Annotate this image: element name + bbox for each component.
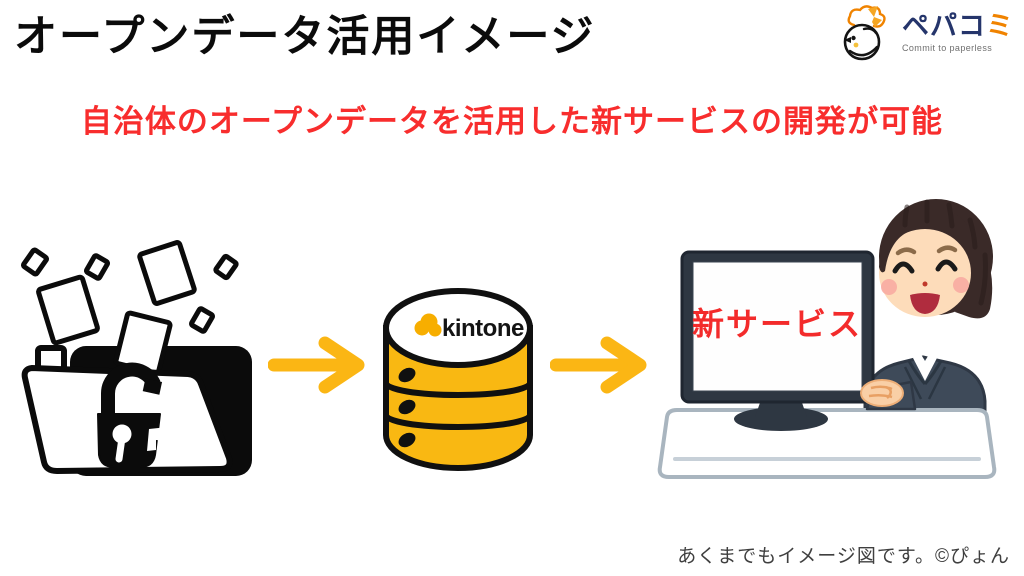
right-arrow-icon [268,336,365,394]
logo-text: ペパコミ Commit to paperless [902,13,1014,54]
kintone-label: kintone [442,315,524,342]
hand [860,379,904,407]
kintone-logo: kintone [414,313,524,342]
screen-label: 新サービス [692,306,862,342]
office-woman-illustration [863,199,993,423]
pepacomi-bird-icon [843,5,886,61]
logo-name-main: ペパコ [902,11,986,41]
logo-name-accent: ミ [986,11,1014,41]
open-padlock-icon [97,362,168,468]
kintone-database-icon: kintone [383,288,533,471]
footer-caption: あくまでもイメージ図です。©ぴょん [677,546,1010,567]
monitor-screen [692,261,863,392]
logo-name: ペパコミ [902,13,1014,40]
monitor: 新サービス [680,250,875,404]
subtitle: 自治体のオープンデータを活用した新サービスの開発が可能 [80,104,944,140]
right-arrow-icon-2 [550,336,647,394]
page-title: オープンデータ活用イメージ [14,12,596,62]
logo-tagline: Commit to paperless [902,43,993,53]
pepacomi-logo: ペパコミ Commit to paperless [838,3,1014,63]
open-data-folder-icon [20,240,252,476]
new-service-workstation: 新サービス [657,199,997,479]
